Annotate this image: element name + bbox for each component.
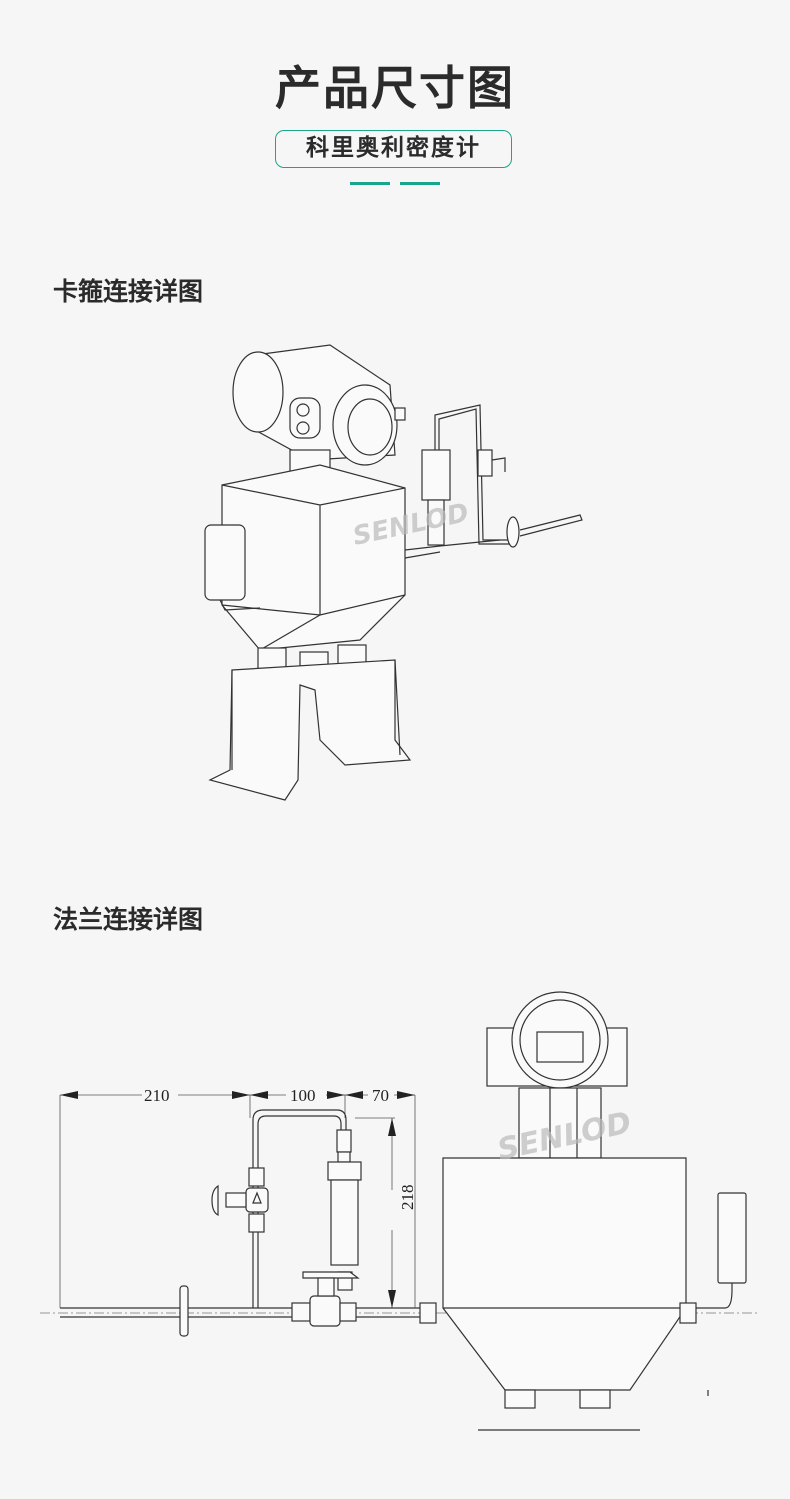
divider-left — [350, 182, 390, 185]
sensor-body — [204, 464, 406, 675]
clamp-connection-drawing: SENLOD — [204, 344, 583, 801]
bypass-loop — [179, 1109, 437, 1337]
product-badge: 科里奥利密度计 — [275, 130, 512, 168]
dimension-70: 70 — [372, 1086, 389, 1105]
flange-connection-drawing: 210 100 70 218 — [40, 991, 760, 1431]
dimension-218: 218 — [398, 1185, 417, 1211]
transmitter-head — [232, 344, 406, 483]
meter-body — [442, 991, 747, 1431]
bypass-piping — [404, 404, 583, 559]
divider-right — [400, 182, 440, 185]
section-title-clamp: 卡箍连接详图 — [53, 277, 204, 306]
dimension-lines — [59, 1086, 416, 1308]
page-title: 产品尺寸图 — [275, 61, 515, 115]
dimension-100: 100 — [290, 1086, 316, 1105]
dimension-210: 210 — [144, 1086, 170, 1105]
section-title-flange: 法兰连接详图 — [53, 905, 204, 934]
mounting-bracket — [208, 659, 412, 801]
